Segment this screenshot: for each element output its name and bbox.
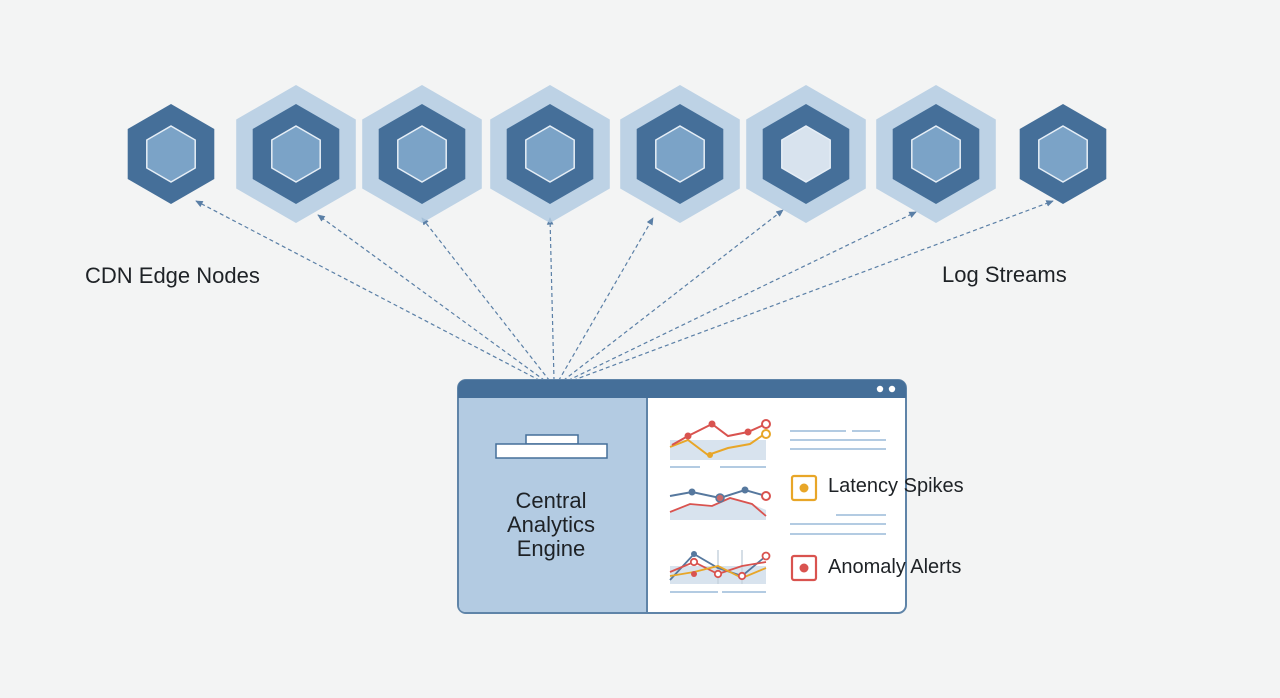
data-point bbox=[684, 432, 692, 440]
edge-node-hexagon[interactable] bbox=[876, 85, 996, 223]
node-inner-hexagon bbox=[911, 125, 961, 183]
node-inner-hexagon bbox=[781, 125, 831, 183]
data-point bbox=[737, 571, 747, 581]
data-point bbox=[707, 452, 713, 458]
data-point bbox=[691, 571, 697, 577]
latency-spikes-label: Latency Spikes bbox=[828, 475, 964, 497]
window-control-dot[interactable] bbox=[888, 385, 896, 393]
ingest-port-top bbox=[525, 434, 579, 445]
node-inner-hexagon bbox=[655, 125, 705, 183]
data-point bbox=[713, 569, 723, 579]
window-title-bar bbox=[458, 380, 906, 398]
log-streams-label: Log Streams bbox=[942, 262, 1067, 287]
mini-chart-traffic bbox=[669, 486, 771, 520]
data-point bbox=[715, 493, 725, 503]
anomaly-dot-icon bbox=[799, 563, 809, 573]
data-point bbox=[688, 488, 696, 496]
report-text-lines bbox=[790, 430, 886, 535]
edge-node-hexagon[interactable] bbox=[127, 104, 215, 204]
latency-dot-icon bbox=[799, 483, 809, 493]
engine-title: Central Analytics Engine bbox=[506, 488, 596, 561]
data-point bbox=[761, 551, 771, 561]
ingest-port-base bbox=[495, 443, 608, 459]
series-line-blue bbox=[669, 552, 767, 581]
edge-nodes-label: CDN Edge Nodes bbox=[85, 263, 260, 288]
node-inner-hexagon bbox=[397, 125, 447, 183]
anomaly-alerts-label: Anomaly Alerts bbox=[828, 556, 962, 578]
edge-node-row bbox=[127, 85, 1107, 223]
analytics-dashboard bbox=[457, 379, 907, 614]
edge-node-hexagon[interactable] bbox=[362, 85, 482, 223]
node-inner-hexagon bbox=[271, 125, 321, 183]
mini-chart-anomaly bbox=[669, 550, 771, 593]
data-point bbox=[691, 551, 697, 557]
node-inner-hexagon bbox=[146, 125, 196, 183]
window-control-dot[interactable] bbox=[876, 385, 884, 393]
data-point bbox=[761, 491, 771, 501]
chart-area bbox=[670, 498, 766, 520]
data-point bbox=[689, 557, 699, 567]
mini-chart-latency bbox=[669, 419, 771, 468]
data-point bbox=[741, 486, 749, 494]
data-point bbox=[761, 419, 771, 429]
edge-node-hexagon[interactable] bbox=[620, 85, 740, 223]
data-point bbox=[708, 420, 716, 428]
edge-node-hexagon[interactable] bbox=[1019, 104, 1107, 204]
data-point bbox=[761, 429, 771, 439]
edge-node-hexagon[interactable] bbox=[746, 85, 866, 223]
data-point bbox=[744, 428, 752, 436]
node-inner-hexagon bbox=[525, 125, 575, 183]
series-line-orange bbox=[669, 565, 767, 579]
node-inner-hexagon bbox=[1038, 125, 1088, 183]
edge-node-hexagon[interactable] bbox=[236, 85, 356, 223]
series-line-orange bbox=[669, 432, 767, 457]
edge-node-hexagon[interactable] bbox=[490, 85, 610, 223]
